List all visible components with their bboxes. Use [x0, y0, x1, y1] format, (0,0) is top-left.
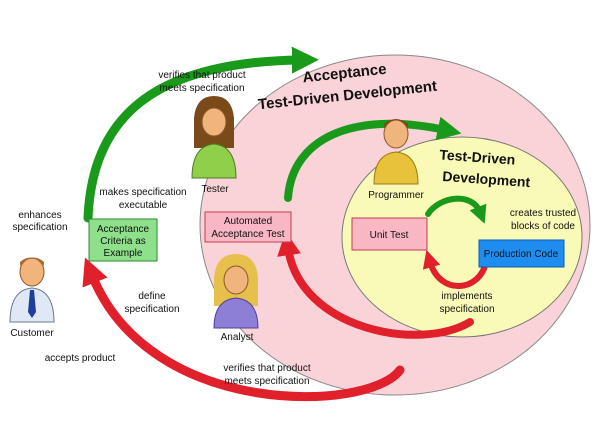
makes-executable-line2: executable — [119, 200, 168, 211]
enhances-spec-line2: specification — [12, 222, 67, 233]
verifies-bottom-line2: meets specification — [224, 376, 309, 387]
production-code-box: Production Code — [478, 239, 565, 268]
acceptance-criteria-line3: Example — [104, 248, 143, 259]
define-spec-line1: define — [138, 291, 166, 302]
tdd-title-line2: Development — [442, 168, 531, 190]
analyst-icon — [213, 254, 259, 329]
enhances-spec-line1: enhances — [18, 210, 61, 221]
tester-label: Tester — [201, 184, 229, 195]
verifies-top-line1: verifies that product — [158, 70, 245, 81]
implements-spec-line1: implements — [441, 291, 492, 302]
automated-test-line1: Automated — [224, 216, 272, 227]
creates-trusted-line2: blocks of code — [511, 221, 575, 232]
automated-acceptance-test-box: Automated Acceptance Test — [204, 211, 292, 243]
acceptance-criteria-box: Acceptance Criteria as Example — [88, 218, 158, 262]
tdd-ellipse — [341, 136, 583, 338]
production-code-label: Production Code — [484, 249, 559, 260]
analyst-label: Analyst — [221, 332, 254, 343]
tester-icon — [191, 96, 237, 179]
automated-test-line2: Acceptance Test — [211, 229, 284, 240]
tdd-title-line1: Test-Driven — [439, 146, 516, 167]
accepts-product-label: accepts product — [45, 353, 116, 364]
acceptance-criteria-line2: Criteria as — [100, 236, 146, 247]
green-arrow-inner — [425, 195, 487, 224]
unit-test-label: Unit Test — [370, 230, 409, 241]
green-arrow-middle — [284, 116, 462, 202]
green-arrow-outer — [83, 46, 319, 223]
acceptance-criteria-line1: Acceptance — [97, 224, 150, 235]
makes-executable-line1: makes specification — [99, 187, 186, 198]
customer-label: Customer — [10, 328, 54, 339]
red-arrow-middle — [277, 231, 474, 339]
verifies-bottom-line1: verifies that product — [223, 363, 310, 374]
customer-icon — [9, 257, 55, 323]
red-arrow-inner — [422, 249, 489, 289]
creates-trusted-line1: creates trusted — [510, 208, 576, 219]
programmer-icon — [373, 119, 419, 185]
programmer-label: Programmer — [368, 190, 424, 201]
verifies-top-line2: meets specification — [159, 83, 244, 94]
implements-spec-line2: specification — [439, 304, 494, 315]
unit-test-box: Unit Test — [351, 217, 428, 251]
define-spec-line2: specification — [124, 304, 179, 315]
red-arrow-outer — [82, 257, 405, 402]
